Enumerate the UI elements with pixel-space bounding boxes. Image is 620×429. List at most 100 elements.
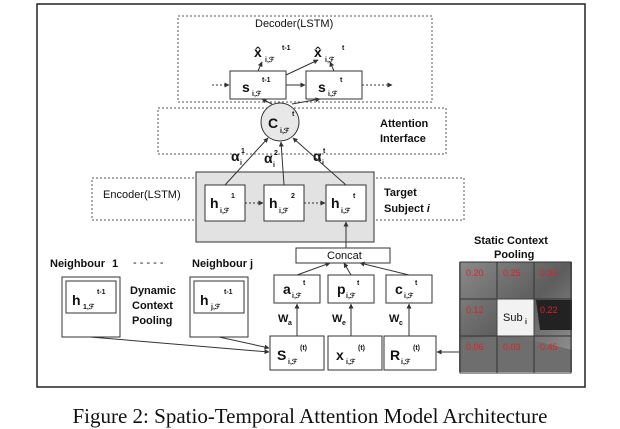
input-r: R (t) i,ℱ: [390, 345, 420, 366]
svg-text:i,ℱ: i,ℱ: [288, 358, 298, 366]
neighbour-1-hidden: h t-1 1,ℱ: [72, 289, 106, 311]
svg-text:i,ℱ: i,ℱ: [280, 127, 290, 135]
svg-text:α: α: [313, 148, 322, 164]
weight-we: W e: [332, 313, 346, 327]
embedding-c: c t i,ℱ: [395, 280, 418, 300]
pooling-cell: [533, 335, 572, 374]
attention-weight-1: α 1 i: [231, 148, 245, 167]
decoder-title: Decoder(LSTM): [255, 18, 333, 30]
context-vector-node: [260, 102, 300, 142]
hidden-to-context-t: [292, 137, 347, 186]
neighbour-j-inner: [193, 280, 245, 314]
svg-text:W: W: [278, 313, 289, 325]
neighbour-j-hidden: h t-1 j,ℱ: [200, 289, 233, 311]
decoder-state-box-1: [229, 70, 287, 100]
encoder-title: Encoder(LSTM): [103, 189, 181, 201]
svg-text:α: α: [231, 148, 240, 164]
weight-wa: W a: [278, 313, 292, 327]
svg-text:(t): (t): [358, 345, 365, 352]
svg-text:x̂: x̂: [314, 44, 322, 60]
dynamic-label-1: Dynamic: [130, 285, 176, 297]
pooling-cell-value: 0.20: [466, 268, 484, 278]
svg-text:c: c: [399, 320, 403, 327]
svg-text:t-1: t-1: [97, 289, 106, 296]
svg-text:s: s: [242, 79, 250, 95]
input-box-s: [269, 335, 325, 371]
svg-text:1,ℱ: 1,ℱ: [83, 303, 95, 311]
svg-text:W: W: [332, 313, 343, 325]
svg-text:α: α: [264, 150, 273, 166]
svg-text:2: 2: [274, 150, 278, 157]
context-to-decoder-1: [261, 98, 273, 105]
static-center-cell: [496, 298, 535, 337]
svg-text:t: t: [292, 111, 295, 118]
svg-text:h: h: [269, 195, 278, 211]
static-center-label: Sub i: [503, 312, 527, 326]
pooling-cell-value: 0.22: [540, 305, 558, 315]
svg-text:i,ℱ: i,ℱ: [279, 207, 289, 215]
neighbour-1-to-s: [89, 336, 270, 355]
attention-title-1: Attention: [380, 118, 429, 130]
embedding-box-a: [273, 274, 321, 304]
neighbour-1-label: Neighbour 1: [50, 258, 118, 270]
pooling-cell-value: 0.06: [466, 342, 484, 352]
svg-text:s: s: [318, 79, 326, 95]
context-to-decoder-2: [291, 97, 321, 105]
svg-text:W: W: [389, 313, 400, 325]
svg-text:t-1: t-1: [262, 77, 271, 84]
context-vector: C t i,ℱ: [268, 111, 295, 135]
svg-text:i,ℱ: i,ℱ: [220, 207, 230, 215]
emb-p-to-concat: [343, 262, 352, 276]
svg-text:i,ℱ: i,ℱ: [346, 292, 356, 300]
decoder-output-1: x̂ t-1 i,ℱ: [254, 44, 291, 64]
svg-text:i,ℱ: i,ℱ: [346, 358, 356, 366]
neighbour-dots: - - - - -: [133, 257, 164, 269]
svg-text:h: h: [331, 195, 340, 211]
hidden-box-2: [263, 184, 305, 222]
svg-text:Sub: Sub: [503, 312, 523, 324]
target-subject-line2: Subject i: [384, 203, 431, 215]
attention-weight-2: α 2 i: [264, 150, 278, 169]
static-label-2: Pooling: [494, 249, 534, 261]
svg-text:h: h: [210, 195, 219, 211]
input-x: x (t) i,ℱ: [336, 345, 365, 366]
svg-text:a: a: [283, 281, 291, 297]
dynamic-label-3: Pooling: [132, 315, 172, 327]
concat-box: [295, 247, 391, 264]
pooling-cell-value: 0.03: [503, 342, 521, 352]
svg-text:t: t: [340, 77, 343, 84]
svg-text:(t): (t): [300, 345, 307, 352]
svg-text:S: S: [277, 347, 286, 363]
decoder-region: [177, 15, 433, 103]
scene-road: [459, 336, 572, 372]
architecture-diagram: Decoder(LSTM) x̂ t-1 i,ℱ x̂ t i,ℱ s t-1 …: [36, 3, 586, 388]
svg-text:p: p: [337, 281, 346, 297]
svg-text:R: R: [390, 347, 400, 363]
svg-text:t: t: [415, 280, 418, 287]
svg-text:i,ℱ: i,ℱ: [252, 90, 262, 98]
svg-text:i,ℱ: i,ℱ: [328, 90, 338, 98]
concat-label: Concat: [327, 250, 362, 262]
embedding-p: p t i,ℱ: [337, 280, 360, 300]
pooling-cell-value: 0.25: [503, 268, 521, 278]
static-label-1: Static Context: [474, 235, 548, 247]
svg-text:x̂: x̂: [254, 44, 262, 60]
decoder-up-arrow-1: [257, 61, 263, 72]
svg-text:h: h: [200, 292, 209, 308]
attention-weight-t: α t i: [313, 148, 326, 167]
embedding-a: a t i,ℱ: [283, 280, 306, 300]
svg-text:i,ℱ: i,ℱ: [401, 358, 411, 366]
input-s: S (t) i,ℱ: [277, 345, 307, 366]
svg-text:t-1: t-1: [224, 289, 233, 296]
decoder-up-arrow-2: [329, 61, 335, 72]
attention-region: [157, 107, 447, 155]
hidden-to-context-1: [224, 137, 269, 186]
pooling-cell-value: 0.12: [466, 305, 484, 315]
input-box-r: [383, 335, 437, 371]
hidden-to-context-2: [278, 141, 285, 186]
svg-text:t-1: t-1: [282, 45, 291, 52]
svg-text:i,ℱ: i,ℱ: [265, 56, 275, 64]
svg-text:2: 2: [291, 193, 295, 200]
target-subject-line1: Target: [384, 187, 417, 199]
svg-text:t: t: [353, 193, 356, 200]
